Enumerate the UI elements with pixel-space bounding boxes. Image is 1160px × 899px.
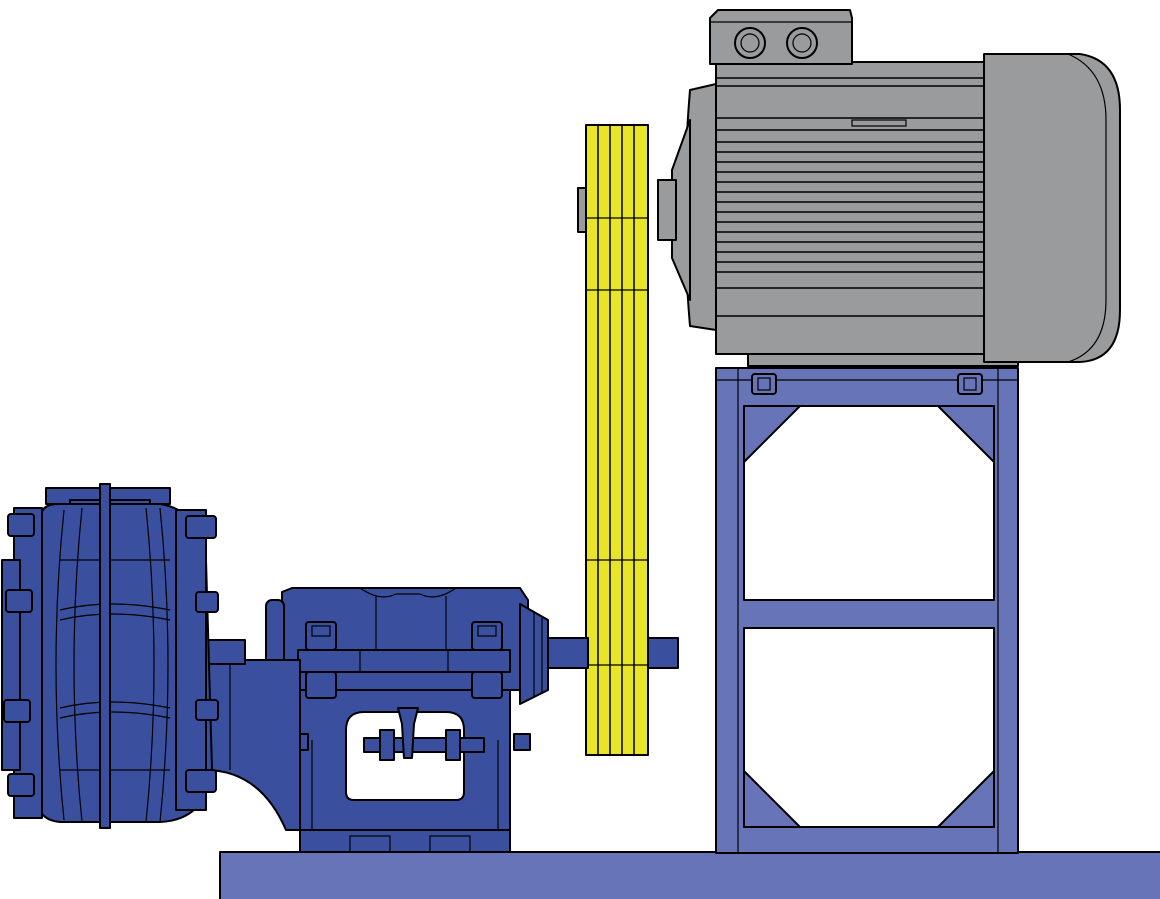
base-rail [219, 851, 1160, 899]
cable-gland-right-icon [786, 27, 818, 59]
electric-motor [657, 53, 1121, 367]
pump-casing [1, 483, 219, 829]
stand-bolt-right [957, 373, 983, 395]
drive-belt-pulley [577, 124, 649, 756]
terminal-box [709, 9, 853, 65]
bearing-assembly [265, 587, 549, 853]
cable-gland-left-icon [734, 27, 766, 59]
shaft [547, 637, 679, 669]
stand-bolt-left [751, 373, 777, 395]
motor-cooling-fins [716, 77, 984, 317]
motor-stand [715, 367, 1019, 854]
casing-adapter [204, 639, 301, 831]
